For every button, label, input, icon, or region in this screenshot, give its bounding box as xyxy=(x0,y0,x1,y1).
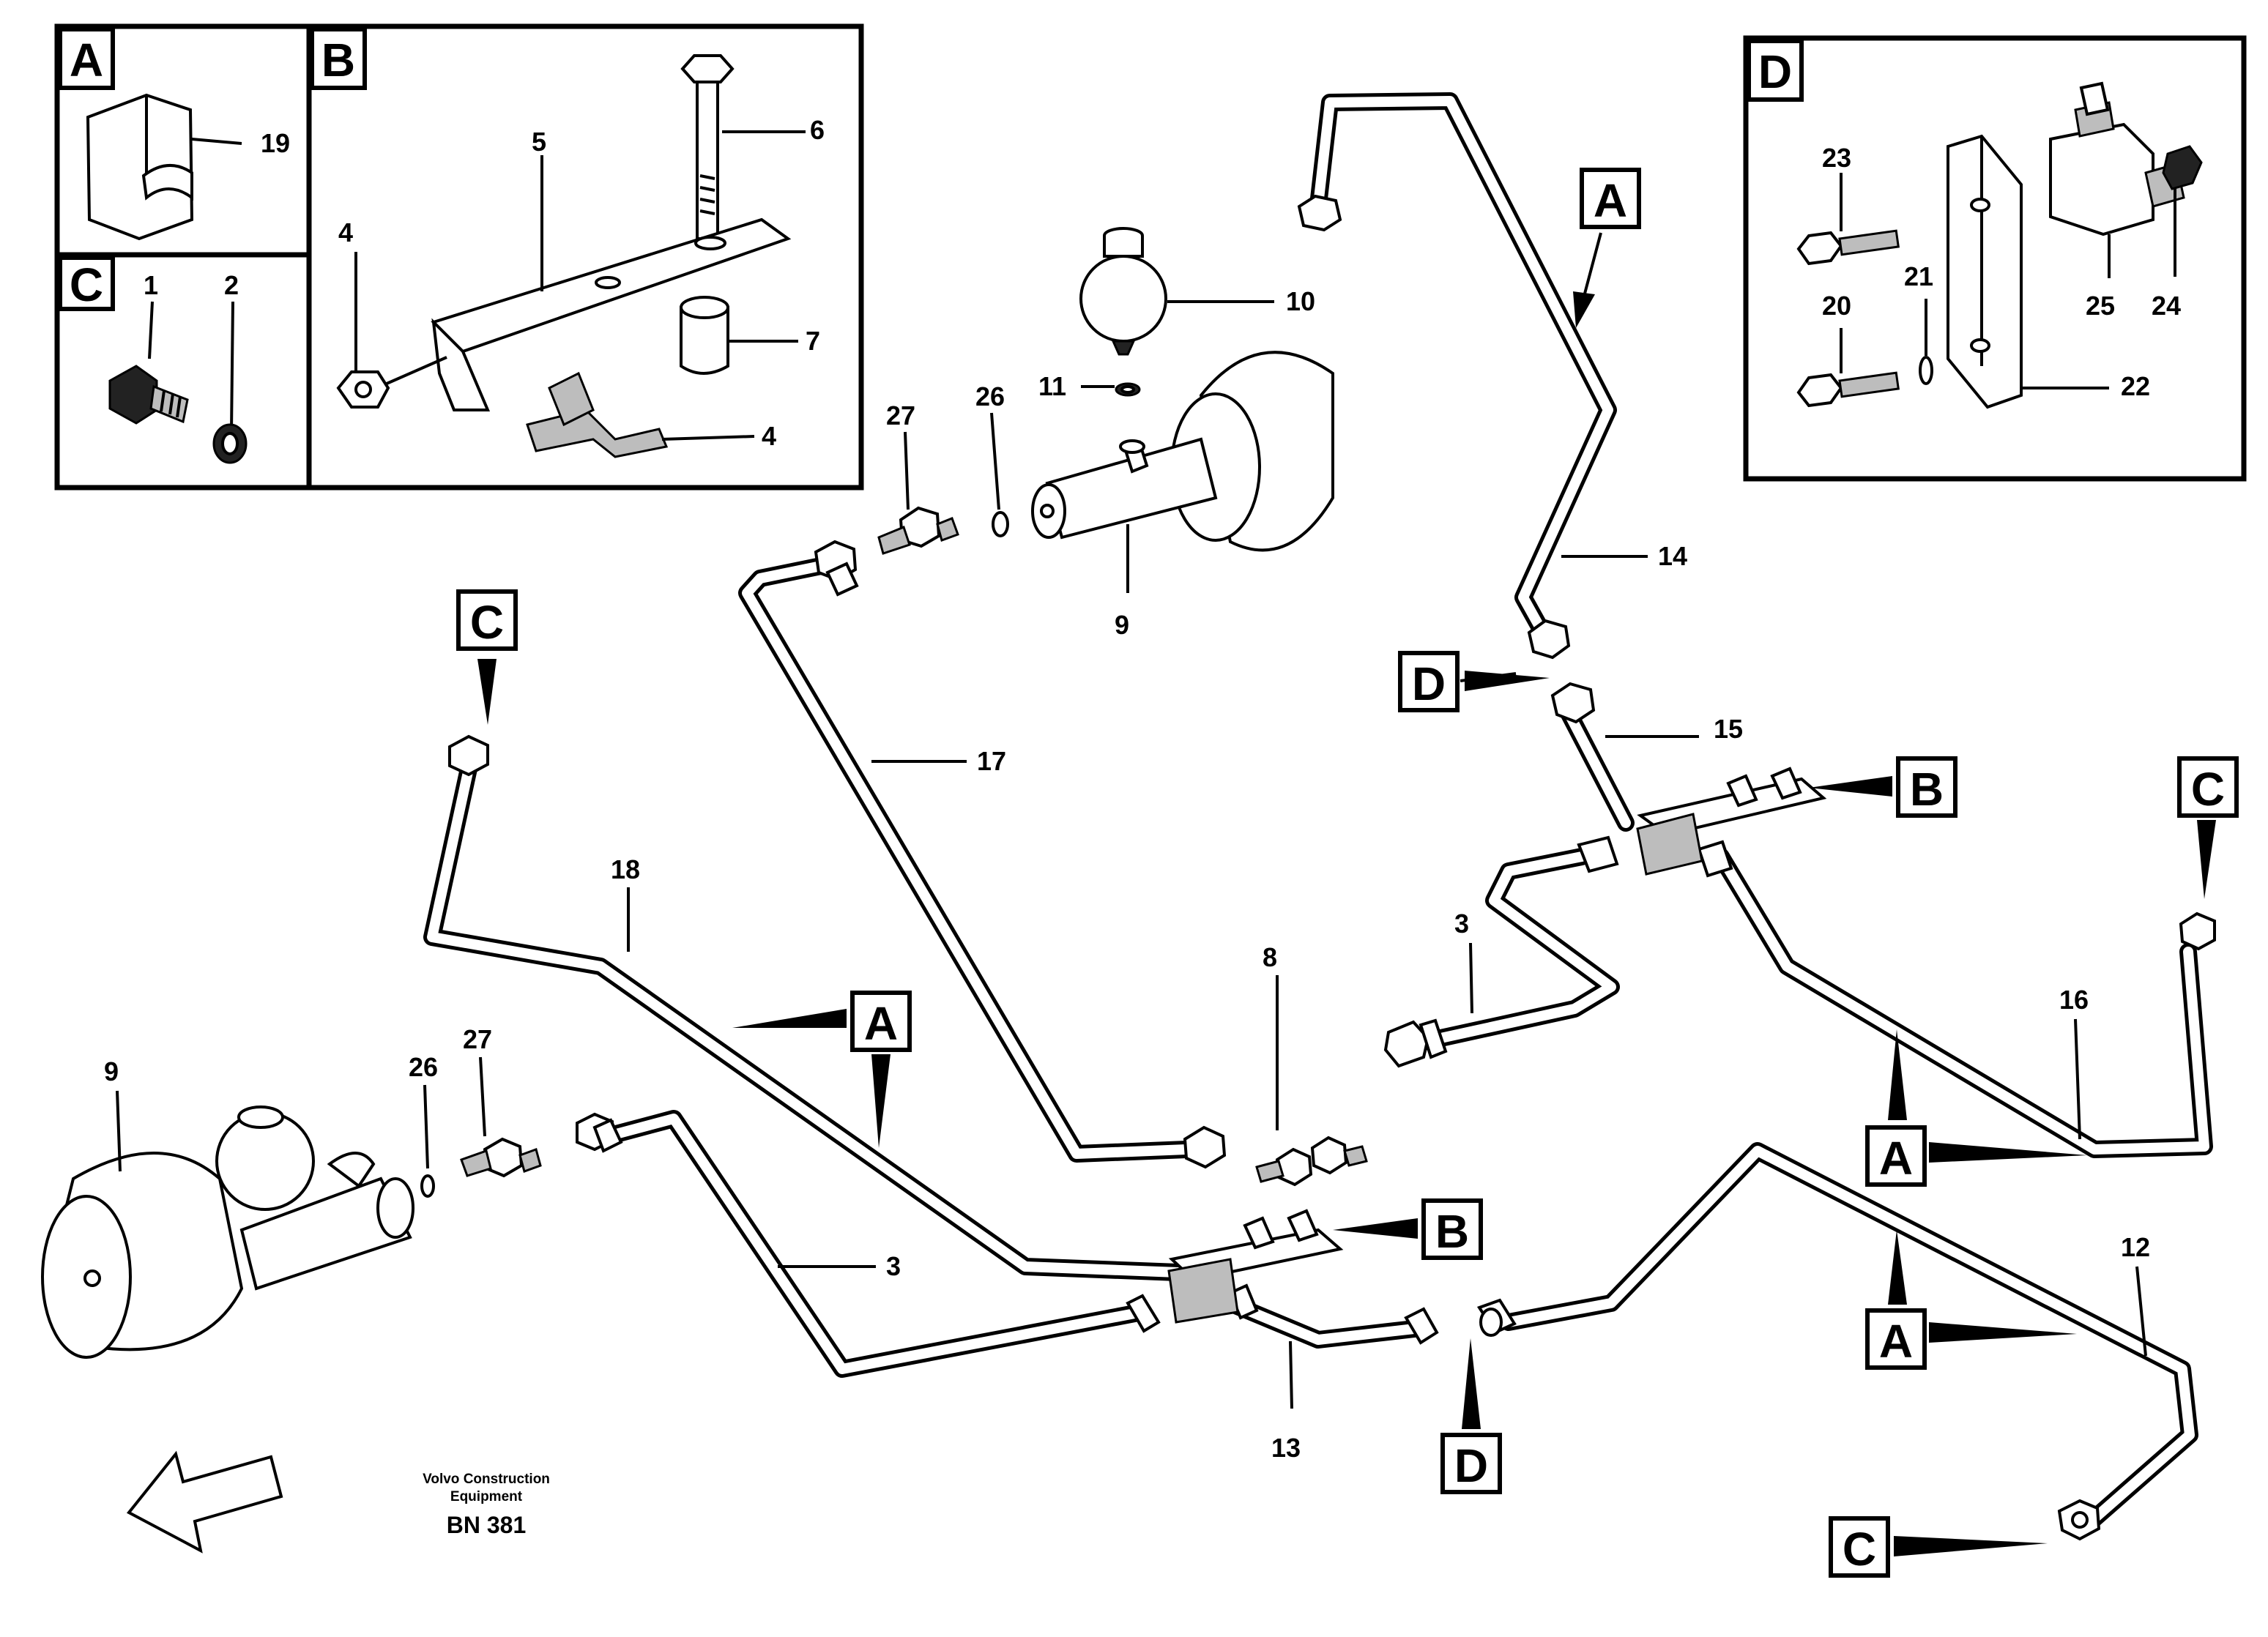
label-9-upper: 9 xyxy=(1115,610,1129,640)
label-26-lower: 26 xyxy=(409,1052,438,1082)
callout-b-upper-text: B xyxy=(1910,763,1944,816)
label-6: 6 xyxy=(810,115,825,145)
callout-a-right xyxy=(1865,1125,1927,1187)
callout-d-mid-text: D xyxy=(1412,657,1446,710)
callout-a-mid-text: A xyxy=(864,997,898,1050)
label-2: 2 xyxy=(224,270,239,300)
inset-letter-c: C xyxy=(70,258,103,311)
inset-letter-a: A xyxy=(70,34,103,86)
caption-block: Volvo Construction Equipment BN 381 xyxy=(423,1472,550,1538)
callout-c-lower xyxy=(1829,1516,1890,1578)
callout-a-lower xyxy=(1865,1308,1927,1370)
callout-b-lower-text: B xyxy=(1435,1205,1469,1258)
callout-d-lower xyxy=(1440,1433,1502,1494)
label-12: 12 xyxy=(2121,1232,2150,1262)
label-26-upper: 26 xyxy=(975,381,1005,411)
callout-c-right-text: C xyxy=(2191,763,2225,816)
inset-d-tee: 25 24 23 20 21 22 xyxy=(1796,81,2203,409)
label-19: 19 xyxy=(261,128,290,158)
callout-a-right-text: A xyxy=(1879,1132,1913,1185)
label-27-upper: 27 xyxy=(886,400,915,430)
part-number-labels: 10 11 26 27 9 14 15 17 18 8 3 16 9 xyxy=(104,286,2150,1463)
callout-a-lower-text: A xyxy=(1879,1315,1913,1368)
label-4-right: 4 xyxy=(762,421,776,451)
callout-b-upper xyxy=(1896,756,1957,818)
pipe-network xyxy=(423,92,2213,1527)
label-18: 18 xyxy=(611,854,640,884)
label-8: 8 xyxy=(1263,942,1277,972)
callout-b-lower xyxy=(1421,1198,1483,1260)
upper-master-cylinder xyxy=(1031,227,1334,552)
label-14: 14 xyxy=(1658,541,1687,571)
label-15: 15 xyxy=(1714,714,1743,744)
label-13: 13 xyxy=(1271,1433,1301,1463)
label-9-lower: 9 xyxy=(104,1056,119,1086)
caption-brand-line1: Volvo Construction xyxy=(423,1472,550,1487)
inset-frames xyxy=(54,23,2247,491)
label-11: 11 xyxy=(1038,371,1066,401)
callout-c-lower-text: C xyxy=(1843,1523,1876,1576)
lower-master-cylinder xyxy=(41,1105,414,1359)
label-4-left: 4 xyxy=(338,217,353,247)
inset-c-fitting: 1 2 xyxy=(108,270,248,464)
pipe-fittings xyxy=(448,194,2216,1541)
callout-a-top xyxy=(1580,168,1641,229)
label-16: 16 xyxy=(2059,985,2089,1015)
inset-letter-b: B xyxy=(321,34,355,86)
label-3-upper: 3 xyxy=(1454,909,1469,939)
callout-c-left xyxy=(456,589,518,651)
callout-a-mid xyxy=(850,991,912,1052)
callout-tags: A C D B C A A B A xyxy=(456,168,2239,1578)
callout-c-left-text: C xyxy=(470,596,504,649)
label-20: 20 xyxy=(1822,291,1851,321)
inset-letter-boxes: A B C D xyxy=(58,27,1804,311)
inset-b-bracket: 6 5 7 4 4 xyxy=(336,54,825,458)
caption-brand-line2: Equipment xyxy=(450,1489,523,1504)
label-27-lower: 27 xyxy=(463,1024,492,1054)
callout-d-mid xyxy=(1398,651,1460,712)
callout-d-lower-text: D xyxy=(1454,1439,1488,1492)
callout-a-top-text: A xyxy=(1594,174,1627,227)
label-5: 5 xyxy=(532,127,546,157)
label-25: 25 xyxy=(2086,291,2115,321)
label-17: 17 xyxy=(977,746,1006,776)
callout-c-right xyxy=(2177,756,2239,818)
label-7: 7 xyxy=(806,326,820,356)
tee-brackets xyxy=(1167,767,1827,1324)
caption-code: BN 381 xyxy=(447,1512,527,1538)
label-21: 21 xyxy=(1904,261,1933,291)
unions xyxy=(420,506,1368,1198)
label-1: 1 xyxy=(144,270,158,300)
label-3-lower: 3 xyxy=(886,1251,901,1281)
label-10: 10 xyxy=(1286,286,1315,316)
direction-arrow xyxy=(126,1450,283,1554)
inset-letter-d: D xyxy=(1758,45,1792,98)
label-23: 23 xyxy=(1822,143,1851,173)
label-24: 24 xyxy=(2152,291,2181,321)
label-22: 22 xyxy=(2121,371,2150,401)
inset-a-clamp: 19 xyxy=(86,93,290,241)
